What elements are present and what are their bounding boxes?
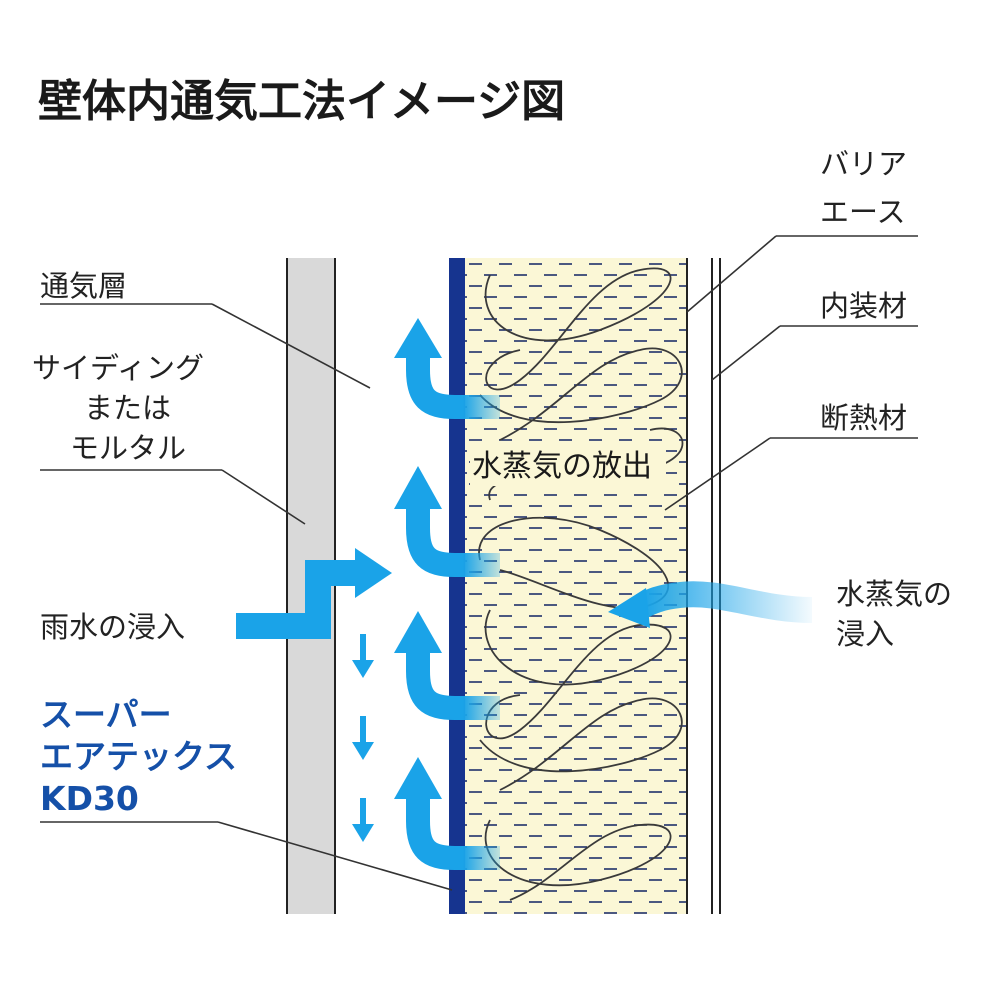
label-vapor-in-line2: 浸入 (836, 617, 894, 651)
diagram-title: 壁体内通気工法イメージ図 (38, 76, 565, 127)
drain-arrow-1 (352, 634, 374, 678)
label-rain-ingress: 雨水の浸入 (40, 610, 185, 644)
product-name-line3: KD30 (40, 779, 139, 818)
leader-lines (40, 235, 918, 891)
label-siding-line1: サイディング (32, 351, 204, 385)
airflow-arrow-1 (394, 318, 500, 419)
leader-barrier-diag (686, 235, 777, 313)
label-barrier-line1: バリア (820, 147, 907, 181)
upward-airflow-arrows (394, 318, 500, 870)
airflow-arrow-3 (394, 611, 500, 720)
vapor-release-label: 水蒸気の放出 (472, 449, 652, 484)
label-siding-line3: モルタル (70, 431, 186, 465)
leader-air-layer-diag (211, 303, 371, 389)
leader-insulation-diag (664, 437, 771, 511)
drain-arrow-2 (352, 716, 374, 760)
label-air-layer: 通気層 (40, 269, 127, 303)
label-interior: 内装材 (820, 289, 907, 323)
label-vapor-in-line1: 水蒸気の (836, 577, 952, 611)
product-name-line2: エアテックス (40, 737, 237, 776)
vapor-release-bg (470, 446, 666, 486)
drain-arrow-3 (352, 798, 374, 842)
rainwater-drain-arrows (352, 634, 374, 842)
leader-interior-diag (711, 325, 781, 381)
product-name-line1: スーパー (40, 695, 172, 734)
label-siding-line2: または (84, 391, 171, 425)
membrane-kd30 (449, 258, 465, 914)
label-barrier-line2: エース (820, 195, 906, 229)
insulation-layer (465, 258, 688, 914)
leader-siding-diag (221, 469, 306, 525)
leader-product-diag (217, 821, 453, 891)
vapor-ingress-arrow (608, 581, 813, 628)
label-insulation: 断熱材 (820, 401, 907, 435)
rainwater-ingress-arrow (236, 548, 392, 639)
airflow-arrow-2 (394, 466, 500, 577)
airflow-arrow-4 (394, 757, 500, 870)
